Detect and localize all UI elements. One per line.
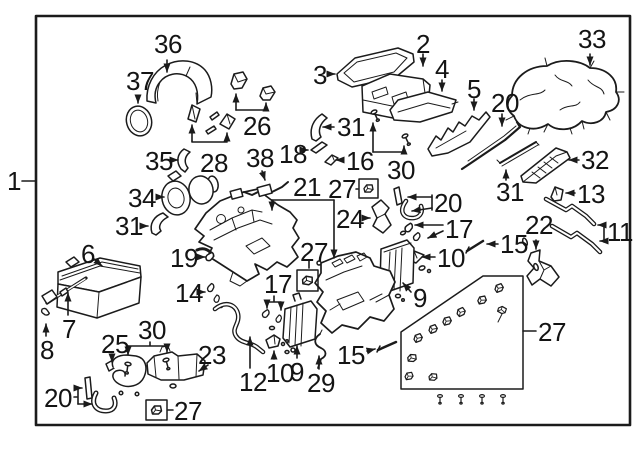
callout-33[interactable]: 33	[578, 24, 606, 54]
callout-15-a[interactable]: 15	[500, 229, 528, 259]
part-screw-15-bottom	[376, 340, 398, 353]
part-link-rod-20	[460, 120, 522, 171]
part-strip-18	[310, 141, 328, 154]
callout-6[interactable]: 6	[81, 239, 95, 269]
callout-3[interactable]: 3	[313, 60, 327, 90]
callout-7[interactable]: 7	[62, 314, 76, 344]
callout-37[interactable]: 37	[126, 66, 154, 96]
callout-10-b[interactable]: 10	[266, 358, 294, 388]
part-heater-core-9	[282, 292, 318, 355]
callout-8[interactable]: 8	[40, 335, 54, 365]
part-blower-motor-34	[161, 170, 219, 216]
callout-20-a[interactable]: 20	[491, 88, 519, 118]
diagram-border	[34, 14, 632, 427]
callout-31-b[interactable]: 31	[496, 177, 524, 207]
callout-10-a[interactable]: 10	[437, 243, 465, 273]
callout-12[interactable]: 12	[239, 367, 267, 397]
part-clip-13	[550, 186, 564, 202]
callout-9-b[interactable]: 9	[290, 357, 304, 387]
callout-27-c[interactable]: 27	[174, 396, 202, 426]
part-duct-23	[146, 345, 206, 389]
callout-27-a[interactable]: 27	[328, 174, 356, 204]
callout-22[interactable]: 22	[525, 210, 553, 240]
part-lower-panel-4	[389, 91, 459, 123]
part-bracket-31-left	[150, 212, 169, 236]
fastener-box-27-top	[358, 178, 379, 199]
callout-9-a[interactable]: 9	[413, 283, 427, 313]
part-intake-arch-36	[146, 60, 213, 105]
callout-24[interactable]: 24	[336, 204, 364, 234]
callout-31-c[interactable]: 31	[115, 211, 143, 241]
part-rod-31	[496, 141, 540, 167]
part-bracket-31-upper	[310, 113, 328, 142]
part-hose-20-bottom	[84, 376, 118, 414]
callout-1[interactable]: 1	[7, 166, 21, 196]
callout-31-a[interactable]: 31	[337, 112, 365, 142]
part-clips-17-center	[260, 308, 284, 331]
callout-27-b[interactable]: 27	[300, 237, 328, 267]
callout-23[interactable]: 23	[198, 340, 226, 370]
part-clips-17-right	[399, 222, 423, 242]
callout-25[interactable]: 25	[101, 329, 129, 359]
callout-29[interactable]: 29	[307, 368, 335, 398]
callout-36[interactable]: 36	[154, 29, 182, 59]
callout-26[interactable]: 26	[243, 111, 271, 141]
part-screw-15-right	[465, 239, 485, 254]
part-bracket-22	[521, 237, 560, 287]
callout-16[interactable]: 16	[346, 146, 374, 176]
callout-20-c[interactable]: 20	[44, 383, 72, 413]
part-rod-7	[41, 276, 88, 305]
callout-13[interactable]: 13	[577, 179, 605, 209]
callout-11[interactable]: 11	[607, 217, 634, 247]
callout-30-b[interactable]: 30	[138, 315, 166, 345]
fastener-box-27-center	[296, 269, 319, 292]
callout-19[interactable]: 19	[170, 243, 198, 273]
part-rod-29	[314, 329, 327, 369]
callout-27-d[interactable]: 27	[538, 317, 566, 347]
part-seal-ring-37	[125, 105, 153, 137]
callout-21[interactable]: 21	[293, 172, 321, 202]
callout-28[interactable]: 28	[200, 148, 228, 178]
callout-35[interactable]: 35	[145, 146, 173, 176]
part-bracket-35	[177, 148, 191, 173]
leader-lines	[42, 53, 609, 411]
part-strip-and-hose-20	[393, 186, 425, 221]
callout-38[interactable]: 38	[246, 143, 274, 173]
part-volute-duct-25	[105, 354, 147, 397]
part-clip-10-bottom	[265, 334, 289, 349]
part-housing-lower-21	[314, 251, 406, 334]
fastener-box-27-bottom-left	[145, 399, 168, 421]
callout-17-a[interactable]: 17	[445, 214, 473, 244]
callout-2[interactable]: 2	[416, 29, 430, 59]
callout-17-b[interactable]: 17	[264, 269, 292, 299]
callout-34[interactable]: 34	[128, 183, 156, 213]
callout-30-a[interactable]: 30	[387, 155, 415, 185]
callout-20-b[interactable]: 20	[434, 188, 462, 218]
part-clips-26	[230, 71, 276, 101]
callout-15-b[interactable]: 15	[337, 340, 365, 370]
part-bracket-24	[371, 199, 392, 234]
callout-14[interactable]: 14	[175, 278, 203, 308]
part-harness-38	[229, 181, 289, 200]
callout-32[interactable]: 32	[581, 145, 609, 175]
fastener-kit-box-27	[400, 275, 524, 405]
part-brackets-28	[187, 104, 236, 135]
callout-5[interactable]: 5	[467, 74, 481, 104]
part-zigzag-bracket-5	[427, 111, 491, 157]
part-trim-strip-32	[520, 147, 571, 184]
part-hoses-11	[543, 196, 603, 255]
callout-4[interactable]: 4	[435, 54, 449, 84]
part-clip-8	[40, 306, 51, 318]
callout-18[interactable]: 18	[279, 139, 307, 169]
part-wire-harness-33	[505, 57, 625, 135]
